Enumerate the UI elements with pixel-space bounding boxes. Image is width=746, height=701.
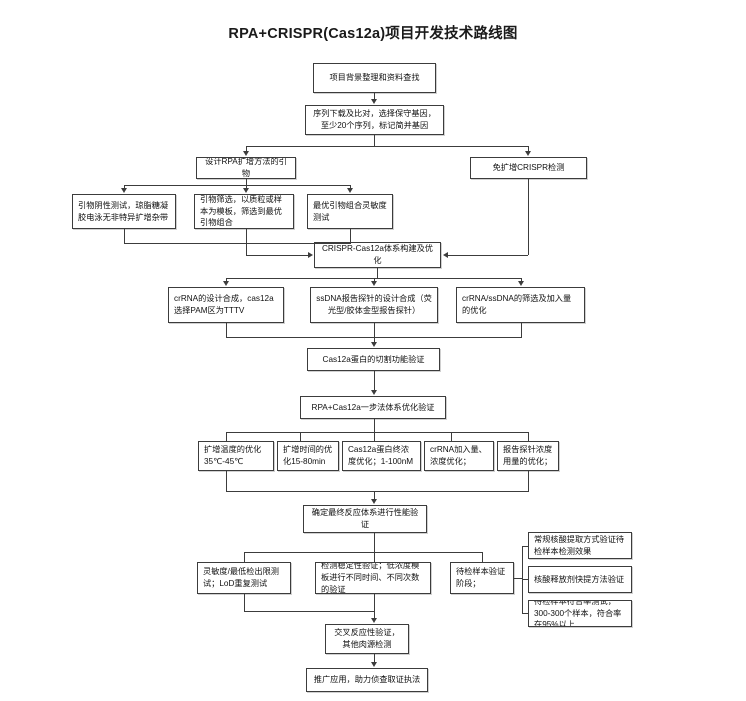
node-stability-validation[interactable]: 检测稳定性验证；低浓度模板进行不同时间、不同次数的验证 — [315, 562, 431, 594]
node-primer-sensitivity-test[interactable]: 最优引物组合灵敏度测试 — [307, 194, 393, 229]
connector-bus-to-n17 — [451, 432, 452, 441]
node-standard-extraction-validation[interactable]: 常规核酸提取方式验证待检样本检测效果 — [528, 532, 632, 559]
connector-to-n23 — [522, 546, 529, 547]
connector-merge-to-n12 — [374, 323, 375, 342]
connector-n22-out — [514, 578, 523, 579]
node-cross-reactivity[interactable]: 交叉反应性验证，其他肉源检测 — [325, 624, 409, 654]
connector-n6-down-to-n8 — [246, 229, 247, 255]
arrowhead-n6 — [242, 188, 249, 193]
node-sample-concordance-test[interactable]: 待检样本符合率测试，300-300个样本，符合率在95%以上 — [528, 600, 632, 627]
arrowhead-n19 — [370, 499, 377, 504]
connector-n1-n2 — [374, 93, 375, 100]
arrowhead-n12 — [370, 342, 377, 347]
connector-merge-row10 — [244, 611, 375, 612]
connector-n4-down — [528, 179, 529, 255]
connector-n19-down — [374, 533, 375, 552]
node-crrna-amount[interactable]: crRNA加入量、浓度优化； — [424, 441, 494, 471]
page-title: RPA+CRISPR(Cas12a)项目开发技术路线图 — [228, 26, 518, 42]
connector-bus-to-n7 — [350, 185, 351, 188]
connector-into-n8-right — [448, 255, 528, 256]
node-sample-validation-stage[interactable]: 待检样本验证阶段； — [450, 562, 514, 594]
connector-bus-to-n10 — [374, 278, 375, 281]
connector-n20-down — [244, 594, 245, 611]
connector-bus-to-n11 — [521, 278, 522, 281]
arrowhead-n9 — [222, 281, 229, 286]
node-temperature-optimization[interactable]: 扩增温度的优化35℃-45℃ — [198, 441, 274, 471]
arrowhead-n3 — [242, 151, 249, 156]
node-ssdna-probe-design[interactable]: ssDNA报告探针的设计合成（荧光型/胶体金型报告探针） — [310, 287, 438, 323]
connector-bus-to-n15 — [300, 432, 301, 441]
node-sequence-download[interactable]: 序列下载及比对，选择保守基因，至少20个序列，标记简并基因 — [305, 105, 444, 135]
arrowhead-n1-n2 — [370, 99, 377, 104]
connector-bus-to-n20 — [244, 552, 245, 562]
node-primer-negative-test[interactable]: 引物阴性测试，琼脂糖凝胶电泳无非特异扩增杂带 — [72, 194, 176, 229]
connector-n11-down — [521, 323, 522, 337]
connector-bus-row4 — [124, 185, 350, 186]
connector-bus-to-n9 — [226, 278, 227, 281]
node-primer-screening[interactable]: 引物筛选，以质粒或样本为模板，筛选到最优引物组合 — [194, 194, 294, 229]
connector-n12-n13 — [374, 371, 375, 390]
node-crispr-cas12a-system[interactable]: CRISPR-Cas12a体系构建及优化 — [314, 242, 441, 268]
connector-n18-down — [528, 471, 529, 491]
connector-merge-to-n19 — [374, 491, 375, 499]
node-probe-concentration[interactable]: 报告探针浓度用量的优化； — [497, 441, 559, 471]
node-design-rpa-primers[interactable]: 设计RPA扩增方法的引物 — [196, 157, 296, 179]
connector-bus-to-n6 — [246, 185, 247, 188]
connector-to-n25 — [522, 613, 529, 614]
arrowhead-n11 — [517, 281, 524, 286]
connector-merge-to-n26 — [374, 594, 375, 618]
connector-bus-to-n5 — [124, 185, 125, 188]
connector-bus-row6 — [226, 278, 521, 279]
node-cas12a-cleavage-validation[interactable]: Cas12a蛋白的切割功能验证 — [307, 348, 440, 371]
node-crrna-design[interactable]: crRNA的设计合成，cas12a选择PAM区为TTTV — [168, 287, 284, 323]
connector-bus-to-n4 — [528, 146, 529, 151]
connector-n5-down — [124, 229, 125, 243]
arrowhead-n13 — [370, 390, 377, 395]
connector-merge-row8 — [226, 491, 529, 492]
arrowhead-n8-left — [308, 251, 313, 258]
arrowhead-n5 — [120, 188, 127, 193]
connector-bus-to-n18 — [528, 432, 529, 441]
node-promotion-application[interactable]: 推广应用，助力侦查取证执法 — [306, 668, 428, 692]
connector-to-n24 — [522, 579, 529, 580]
connector-bus-to-n14 — [226, 432, 227, 441]
node-final-system-validation[interactable]: 确定最终反应体系进行性能验证 — [303, 505, 427, 533]
connector-subbranch-spine — [522, 546, 523, 614]
connector-n13-down — [374, 419, 375, 432]
node-time-optimization[interactable]: 扩增时间的优化15-80min — [277, 441, 339, 471]
connector-bus-row8 — [226, 432, 528, 433]
node-cas12a-concentration[interactable]: Cas12a蛋白终浓度优化；1-100nM — [342, 441, 421, 471]
connector-bus-to-n16 — [374, 432, 375, 441]
node-sensitivity-lod[interactable]: 灵敏度/最低检出限测试；LoD重复测试 — [197, 562, 291, 594]
connector-into-n8-left — [246, 255, 308, 256]
connector-bus-to-n3 — [246, 146, 247, 151]
arrowhead-n10 — [370, 281, 377, 286]
connector-n14-down — [226, 471, 227, 491]
connector-bus-to-n22 — [482, 552, 483, 562]
connector-bus-row3 — [246, 146, 529, 147]
node-amplification-free-crispr[interactable]: 免扩增CRISPR检测 — [470, 157, 587, 179]
arrowhead-n8-right — [443, 251, 448, 258]
arrowhead-n4 — [524, 151, 531, 156]
node-crrna-ssdna-optimization[interactable]: crRNA/ssDNA的筛选及加入量的优化 — [456, 287, 585, 323]
connector-bus-to-n21 — [374, 552, 375, 562]
connector-n7-down — [350, 229, 351, 243]
arrowhead-n7 — [346, 188, 353, 193]
connector-n26-n27 — [374, 654, 375, 662]
connector-n2-down — [374, 135, 375, 146]
node-project-background[interactable]: 项目背景整理和资料查找 — [313, 63, 436, 93]
connector-bus-row10 — [244, 552, 482, 553]
arrowhead-n27 — [370, 662, 377, 667]
connector-n9-down — [226, 323, 227, 337]
connector-n8-down — [377, 268, 378, 278]
node-rapid-release-validation[interactable]: 核酸释放剂快提方法验证 — [528, 566, 632, 593]
connector-n3-down — [246, 179, 247, 185]
node-one-step-optimization[interactable]: RPA+Cas12a一步法体系优化验证 — [300, 396, 446, 419]
connector-merge-row4 — [124, 243, 351, 244]
arrowhead-n26 — [370, 618, 377, 623]
